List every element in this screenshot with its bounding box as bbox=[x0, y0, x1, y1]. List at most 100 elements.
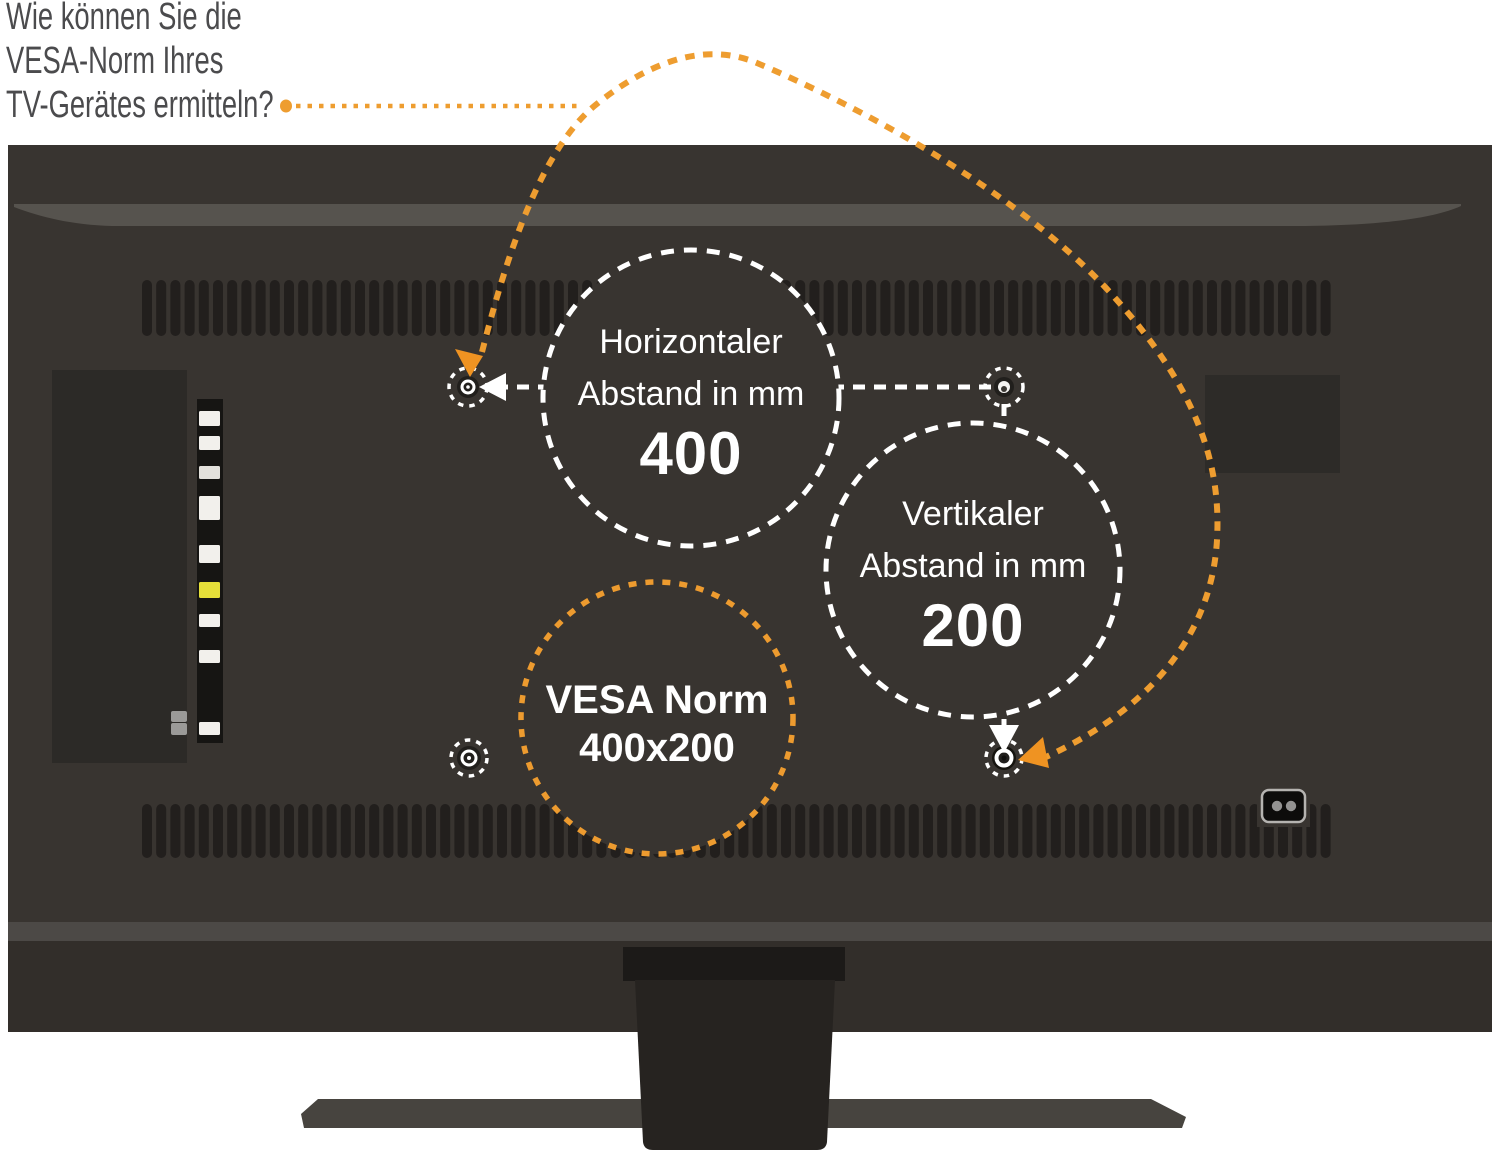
vent-slot bbox=[1050, 280, 1061, 336]
vent-slot bbox=[326, 804, 337, 858]
vent-slot bbox=[539, 804, 550, 858]
vent-slot bbox=[965, 280, 976, 336]
vent-slot bbox=[482, 804, 493, 858]
vent-slot bbox=[1121, 280, 1132, 336]
arrow-down-icon bbox=[989, 725, 1019, 753]
vent-slot bbox=[411, 804, 422, 858]
vent-slot bbox=[1107, 280, 1118, 336]
vent-slot bbox=[511, 804, 522, 858]
right-recess-panel bbox=[1205, 375, 1340, 473]
vent-slot bbox=[1022, 804, 1033, 858]
vent-slot bbox=[184, 804, 195, 858]
vent-slot bbox=[1008, 804, 1019, 858]
vent-slot bbox=[411, 280, 422, 336]
connector-port bbox=[199, 496, 220, 520]
connector-port bbox=[199, 722, 220, 735]
vent-slot bbox=[1221, 804, 1232, 858]
vent-slot bbox=[937, 280, 948, 336]
vent-slot bbox=[1320, 804, 1331, 858]
vent-slot bbox=[426, 804, 436, 858]
vent-slot bbox=[1278, 280, 1288, 336]
connector-port bbox=[199, 545, 220, 563]
vent-slot bbox=[355, 804, 365, 858]
vent-slot bbox=[1150, 280, 1161, 336]
leader-dot-icon bbox=[280, 99, 292, 113]
stand-bracket bbox=[623, 947, 845, 981]
vent-slot bbox=[326, 280, 337, 336]
vesa-hole-bottom-left bbox=[449, 738, 489, 778]
vent-slot bbox=[823, 804, 834, 858]
vent-slot bbox=[1150, 804, 1161, 858]
vent-slot bbox=[1249, 280, 1260, 336]
vent-slot bbox=[241, 804, 252, 858]
vent-slot bbox=[497, 804, 507, 858]
vent-slot bbox=[866, 804, 877, 858]
horizontal-distance-label: Horizontaler Abstand in mm 400 bbox=[531, 316, 851, 484]
vent-slot bbox=[1192, 280, 1203, 336]
vent-slot bbox=[369, 804, 380, 858]
vent-slot bbox=[156, 280, 167, 336]
vent-slot bbox=[426, 280, 436, 336]
leader-arrow-bottom-right-icon bbox=[1018, 737, 1049, 768]
socket-body bbox=[1260, 788, 1307, 824]
vent-slot bbox=[951, 804, 962, 858]
vertical-label-line-2: Abstand in mm bbox=[859, 547, 1087, 585]
vent-slot bbox=[923, 804, 933, 858]
page-title: Wie können Sie die VESA-Norm Ihres TV-Ge… bbox=[6, 0, 274, 127]
title-line-3: TV-Gerätes ermitteln? bbox=[6, 84, 274, 126]
vent-slot bbox=[355, 280, 365, 336]
vent-slot bbox=[1093, 280, 1104, 336]
horizontal-distance-value: 400 bbox=[639, 420, 743, 487]
vent-slot bbox=[312, 280, 323, 336]
connector-housing bbox=[52, 370, 187, 763]
socket-pin bbox=[1285, 800, 1297, 812]
vent-slot bbox=[766, 804, 777, 858]
vent-slot bbox=[156, 804, 167, 858]
vent-slot bbox=[1320, 280, 1331, 336]
vent-slot bbox=[781, 804, 791, 858]
vent-slot bbox=[1036, 804, 1047, 858]
vent-slot bbox=[170, 804, 181, 858]
vent-slot bbox=[1178, 280, 1189, 336]
vertical-distance-label: Vertikaler Abstand in mm 200 bbox=[813, 488, 1133, 656]
vent-slot bbox=[1121, 804, 1132, 858]
vent-slot bbox=[1093, 804, 1104, 858]
vent-slot bbox=[866, 280, 877, 336]
title-line-2: VESA-Norm Ihres bbox=[6, 40, 224, 82]
stand-neck bbox=[635, 980, 835, 1150]
vesa-norm-value: 400x200 bbox=[579, 726, 735, 770]
vertical-distance-circle bbox=[823, 420, 1123, 720]
orange-leader bbox=[280, 51, 1221, 768]
vent-slot bbox=[752, 804, 763, 858]
vent-slot bbox=[1036, 280, 1047, 336]
vent-slot bbox=[170, 280, 181, 336]
vent-slot bbox=[1192, 804, 1203, 858]
vent-slot bbox=[553, 804, 564, 858]
vent-slot bbox=[852, 804, 862, 858]
top-bezel-strip bbox=[14, 204, 1461, 226]
vent-slot bbox=[1164, 804, 1175, 858]
vent-slot bbox=[1065, 804, 1075, 858]
measurement-arrows bbox=[479, 373, 1019, 753]
vent-slot bbox=[908, 804, 919, 858]
vent-slot bbox=[255, 280, 266, 336]
vent-slot bbox=[894, 804, 905, 858]
vent-slot bbox=[894, 280, 905, 336]
vent-slot bbox=[340, 280, 351, 336]
vent-slot bbox=[255, 804, 266, 858]
vent-slot bbox=[468, 804, 479, 858]
title-line-1: Wie können Sie die bbox=[6, 0, 242, 38]
vent-slot bbox=[227, 280, 238, 336]
vent-slot bbox=[965, 804, 976, 858]
vent-slot bbox=[284, 280, 294, 336]
vent-slot bbox=[553, 280, 564, 336]
vent-slot bbox=[440, 804, 451, 858]
vent-slot bbox=[908, 280, 919, 336]
vent-slot bbox=[482, 280, 493, 336]
vent-slot bbox=[454, 804, 465, 858]
vesa-norm-label: VESA Norm 400x200 bbox=[507, 676, 807, 772]
vent-slot bbox=[369, 280, 380, 336]
vent-slot bbox=[298, 280, 309, 336]
